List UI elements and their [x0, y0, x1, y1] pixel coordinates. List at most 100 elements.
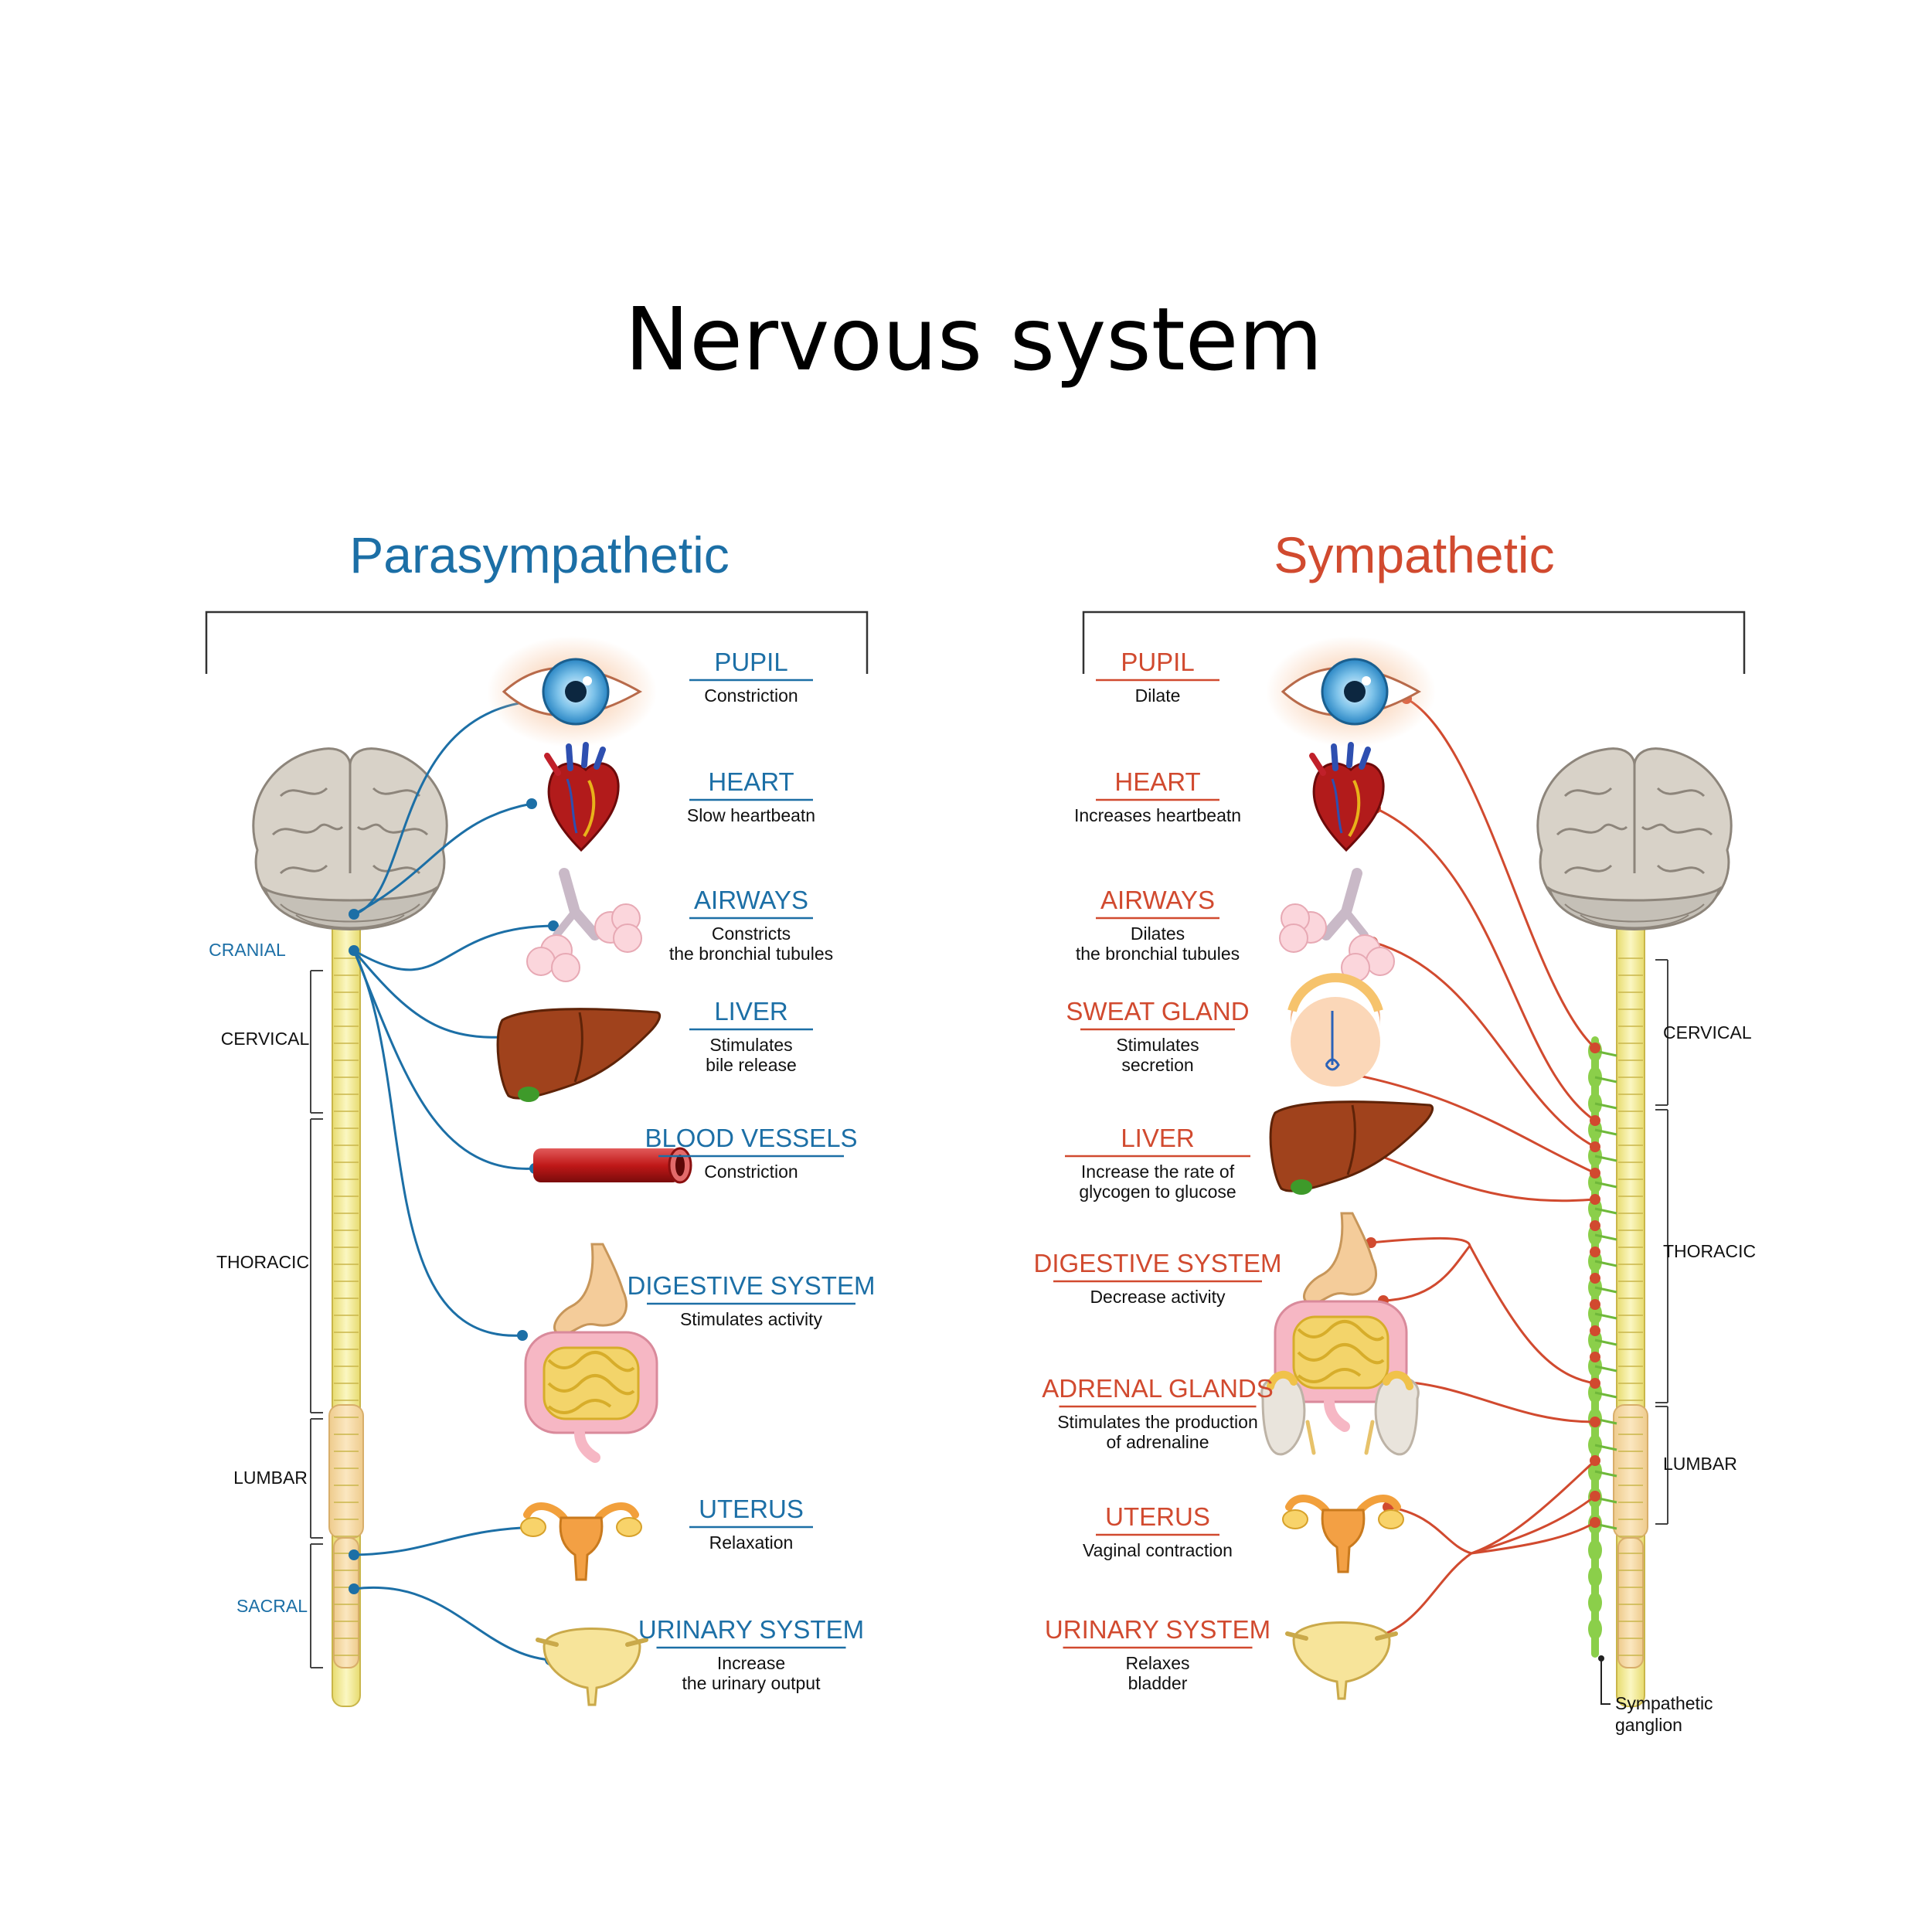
- ganglion-leader-line: [1600, 1658, 1611, 1705]
- para-bladder-icon: [538, 1629, 646, 1706]
- para-blood-vessel-icon: [532, 1147, 692, 1184]
- para-liver-description: bile release: [706, 1055, 797, 1075]
- sym-sweat-gland-description: Stimulates: [1116, 1035, 1199, 1055]
- sympathetic-spinal-cord: [1613, 902, 1648, 1707]
- para-label-cervical: CERVICAL: [221, 1029, 310, 1049]
- ganglion-label-line-2: ganglion: [1615, 1715, 1682, 1735]
- sympathetic-nerves: [1344, 697, 1597, 1638]
- sym-urinary-system-description: Relaxes: [1125, 1653, 1189, 1673]
- sym-airways-lungs-icon: [1280, 873, 1394, 981]
- ganglion-bead: [1588, 1539, 1602, 1561]
- ganglion-synapse-dot: [1590, 1352, 1600, 1362]
- sym-heart-description: Increases heartbeatn: [1074, 805, 1241, 825]
- sym-label-cervical: CERVICAL: [1663, 1022, 1752, 1043]
- sym-digestive-system-description: Decrease activity: [1090, 1287, 1226, 1307]
- ganglion-synapse-dot: [1590, 1455, 1600, 1466]
- para-airways-lungs-icon: [527, 873, 641, 981]
- ganglion-link: [1594, 1128, 1617, 1136]
- sym-airways-heading: AIRWAYS: [1100, 886, 1215, 914]
- sym-adrenal-glands-description: of adrenaline: [1107, 1432, 1209, 1452]
- para-uterus-heading: UTERUS: [699, 1495, 804, 1523]
- ganglion-link: [1594, 1155, 1617, 1162]
- para-label-thoracic: THORACIC: [216, 1252, 309, 1272]
- para-liver-description: Stimulates: [709, 1035, 792, 1055]
- ganglion-link: [1594, 1470, 1617, 1478]
- sym-uterus-heading: UTERUS: [1105, 1502, 1210, 1531]
- sym-uterus-description: Vaginal contraction: [1083, 1540, 1233, 1560]
- para-urinary-system-description: the urinary output: [682, 1673, 821, 1693]
- para-liver-icon: [496, 1008, 662, 1104]
- sym-thoracic-bracket: [1655, 1109, 1668, 1403]
- sym-urinary-system-heading: URINARY SYSTEM: [1045, 1615, 1270, 1644]
- parasympathetic-title: Parasympathetic: [349, 526, 730, 583]
- para-uterus-icon: [521, 1506, 641, 1580]
- sym-sweat-gland-heading: SWEAT GLAND: [1066, 997, 1249, 1026]
- sym-adrenal-glands-heading: ADRENAL GLANDS: [1042, 1374, 1274, 1403]
- para-heart-heading: HEART: [708, 767, 794, 796]
- parasympathetic-brain-icon: [252, 747, 448, 930]
- sym-heart-heading: HEART: [1114, 767, 1200, 796]
- sym-sweat-gland-icon: [1291, 974, 1380, 1087]
- sym-bladder-icon: [1287, 1623, 1396, 1699]
- sym-liver-description: Increase the rate of: [1081, 1162, 1235, 1182]
- para-heart-description: Slow heartbeatn: [687, 805, 815, 825]
- para-cervical-bracket: [310, 970, 323, 1114]
- sym-liver-icon: [1269, 1100, 1434, 1196]
- ganglion-label-line-1: Sympathetic: [1615, 1693, 1713, 1713]
- sym-digestive-system-heading: DIGESTIVE SYSTEM: [1034, 1249, 1282, 1277]
- para-sacral-bracket: [310, 1543, 323, 1668]
- parasympathetic-spinal-cord: [328, 902, 364, 1707]
- ganglion-synapse-dot: [1590, 1378, 1600, 1389]
- sym-airways-description: the bronchial tubules: [1076, 944, 1240, 964]
- para-lumbar-bracket: [310, 1418, 323, 1539]
- sym-liver-description: glycogen to glucose: [1079, 1182, 1236, 1202]
- ganglion-bead: [1588, 1592, 1602, 1614]
- para-label-lumbar: LUMBAR: [233, 1468, 308, 1488]
- ganglion-link: [1594, 1181, 1617, 1189]
- ganglion-synapse-dot: [1590, 1194, 1600, 1205]
- sym-label-lumbar: LUMBAR: [1663, 1454, 1737, 1474]
- para-blood-vessels-description: Constriction: [704, 1162, 798, 1182]
- sym-heart-icon: [1312, 745, 1383, 850]
- ganglion-synapse-dot: [1590, 1247, 1600, 1257]
- sym-liver-heading: LIVER: [1121, 1124, 1194, 1152]
- para-uterus-description: Relaxation: [709, 1532, 794, 1553]
- sympathetic-ganglion-chain: [1588, 1036, 1617, 1658]
- ganglion-synapse-dot: [1590, 1517, 1600, 1528]
- ganglion-link: [1594, 1233, 1617, 1241]
- ganglion-link: [1594, 1286, 1617, 1294]
- ganglion-link: [1594, 1207, 1617, 1215]
- para-airways-description: the bronchial tubules: [669, 944, 833, 964]
- para-liver-heading: LIVER: [714, 997, 787, 1026]
- sym-adrenal-glands-description: Stimulates the production: [1057, 1412, 1258, 1432]
- sym-cervical-bracket: [1655, 959, 1668, 1106]
- ganglion-link: [1594, 1444, 1617, 1451]
- page-title: Nervous system: [624, 290, 1322, 390]
- sympathetic-ganglion-dots: [1590, 1043, 1600, 1528]
- para-heart-icon: [547, 745, 618, 850]
- ganglion-synapse-dot: [1590, 1273, 1600, 1284]
- ganglion-synapse-dot: [1590, 1168, 1600, 1179]
- ganglion-link: [1594, 1102, 1617, 1110]
- ganglion-link: [1594, 1365, 1617, 1372]
- para-blood-vessels-heading: BLOOD VESSELS: [645, 1124, 857, 1152]
- ganglion-bead: [1588, 1618, 1602, 1640]
- para-airways-heading: AIRWAYS: [694, 886, 808, 914]
- para-thoracic-bracket: [310, 1118, 323, 1413]
- ganglion-leader-dot: [1598, 1655, 1604, 1662]
- ganglion-bead: [1588, 1566, 1602, 1587]
- para-pupil-description: Constriction: [704, 685, 798, 706]
- sym-airways-description: Dilates: [1131, 923, 1185, 944]
- ganglion-synapse-dot: [1590, 1325, 1600, 1336]
- sym-pupil-eye-icon: [1264, 634, 1437, 749]
- sym-label-thoracic: THORACIC: [1663, 1241, 1756, 1261]
- sympathetic-brain-icon: [1536, 747, 1733, 930]
- ganglion-link: [1594, 1391, 1617, 1399]
- para-urinary-system-description: Increase: [717, 1653, 785, 1673]
- para-pupil-eye-icon: [485, 634, 658, 749]
- para-label-sacral: SACRAL: [236, 1596, 308, 1616]
- ganglion-synapse-dot: [1590, 1115, 1600, 1126]
